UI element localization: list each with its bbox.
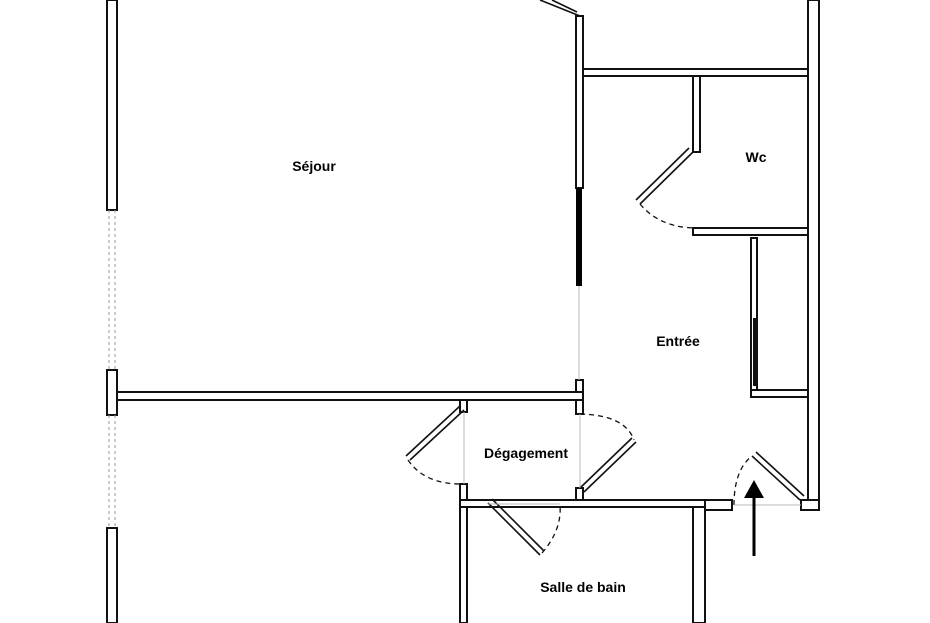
salle-de-bain-walls xyxy=(692,506,706,623)
room-label-degagement: Dégagement xyxy=(484,445,568,461)
entrance-arrow xyxy=(744,480,764,556)
right-exterior-wall xyxy=(800,0,820,511)
wc-walls xyxy=(692,75,809,236)
sejour-bottom-wall xyxy=(116,391,584,401)
room-label-wc: Wc xyxy=(746,149,767,165)
window-left-upper xyxy=(108,210,116,370)
front-door[interactable] xyxy=(733,451,805,506)
window-left-lower xyxy=(108,415,116,528)
salle-de-bain-door[interactable] xyxy=(487,498,561,556)
room-label-sejour: Séjour xyxy=(292,158,336,174)
sliding-door[interactable] xyxy=(576,188,582,286)
degagement-left-door[interactable] xyxy=(405,405,465,485)
room-label-salle-de-bain: Salle de bain xyxy=(540,579,626,595)
room-label-entree: Entrée xyxy=(656,333,700,349)
closet xyxy=(750,237,809,398)
wc-door[interactable] xyxy=(635,147,698,229)
left-exterior-wall xyxy=(106,0,118,623)
upper-hall-wall xyxy=(582,68,809,77)
entrance-walls xyxy=(704,499,733,511)
degagement-right-door[interactable] xyxy=(579,413,637,493)
